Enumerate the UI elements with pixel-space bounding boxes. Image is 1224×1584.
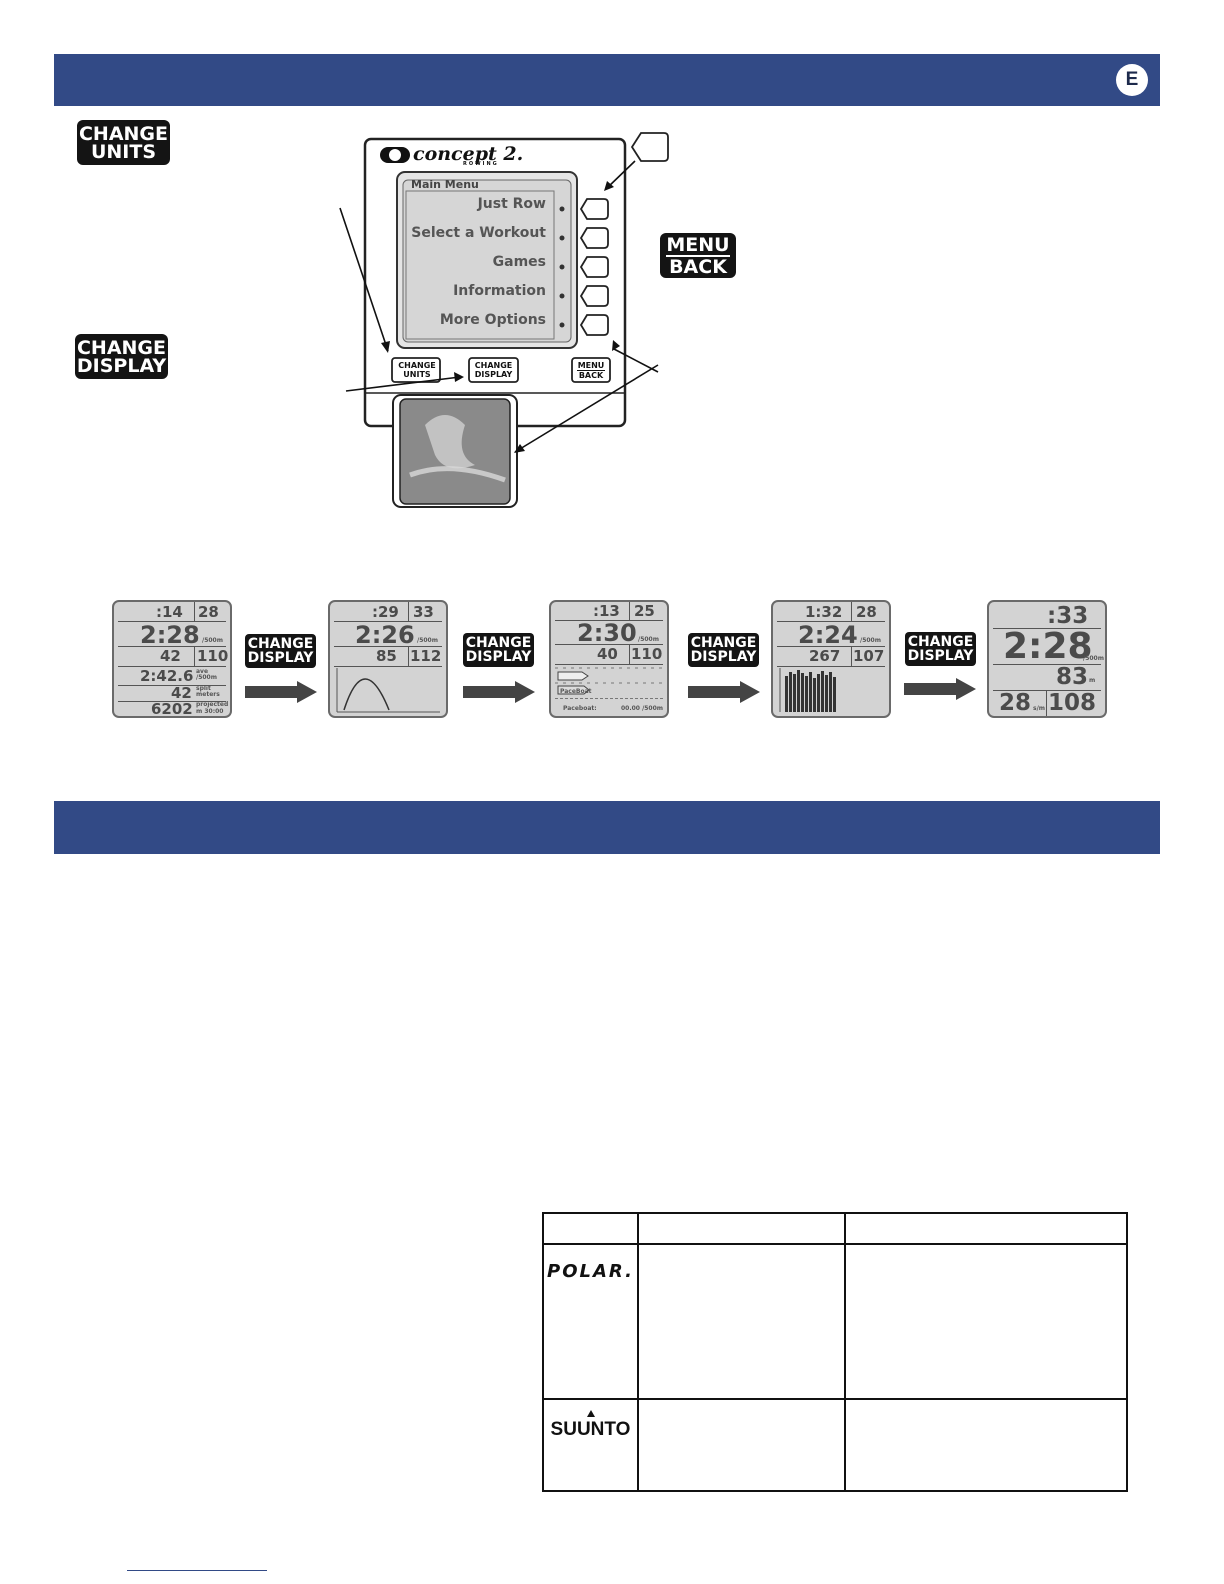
- boat-race-icon: [555, 667, 663, 695]
- monitor-diagram: [339, 132, 669, 508]
- bar-graph-icon: [779, 668, 836, 712]
- right-arrow-icon: [463, 681, 535, 703]
- concept2-logo-icon: [380, 147, 410, 163]
- display-screen-2: :29 33 2:26 /500m 85 112: [328, 600, 448, 718]
- table-header-cell: [637, 1212, 846, 1245]
- menu-title: Main Menu: [411, 178, 479, 191]
- right-arrow-icon: [688, 681, 760, 703]
- concept2-brand: concept 2.: [413, 143, 524, 165]
- suunto-logo: SUUNTO: [550, 1419, 631, 1440]
- display-screen-5: :33 2:28 /500m 83 m 28 s/m 108: [987, 600, 1107, 718]
- table-row-polar: POLAR.: [542, 1243, 639, 1400]
- section-badge: E: [1116, 64, 1148, 96]
- polar-logo: POLAR.: [547, 1261, 634, 1282]
- menu-item-more-options[interactable]: More Options: [439, 312, 546, 328]
- suunto-triangle-icon: [586, 1410, 595, 1417]
- table-row-suunto: SUUNTO: [542, 1398, 639, 1492]
- concept2-brand-sub: ROWING: [463, 161, 499, 167]
- right-arrow-icon: [245, 681, 317, 703]
- table-header-cell: [844, 1212, 1128, 1245]
- main-menu-list: Just Row Select a Workout Games Informat…: [406, 196, 546, 341]
- menu-item-information[interactable]: Information: [453, 283, 546, 299]
- menu-bullets: [559, 206, 565, 328]
- right-arrow-icon: [904, 678, 976, 700]
- display-screen-3: :13 25 2:30 /500m 40 110 PaceBoat Pacebo…: [549, 600, 669, 718]
- soft-keys: [579, 132, 669, 336]
- section-header-band: E: [54, 54, 1160, 106]
- menu-item-select-workout[interactable]: Select a Workout: [411, 225, 546, 241]
- force-curve-icon: [336, 668, 440, 713]
- display-screen-1: :14 28 2:28 /500m 42 110 2:42.6 ave /500…: [112, 600, 232, 718]
- heart-rate-table: POLAR. SUUNTO: [542, 1212, 1128, 1492]
- display-screen-4: 1:32 28 2:24 /500m 267 107: [771, 600, 891, 718]
- footnote-rule: [127, 1570, 267, 1571]
- menu-item-just-row[interactable]: Just Row: [477, 196, 546, 212]
- menu-item-games[interactable]: Games: [492, 254, 546, 270]
- table-header-cell: [542, 1212, 639, 1245]
- section-header-band-2: [54, 801, 1160, 854]
